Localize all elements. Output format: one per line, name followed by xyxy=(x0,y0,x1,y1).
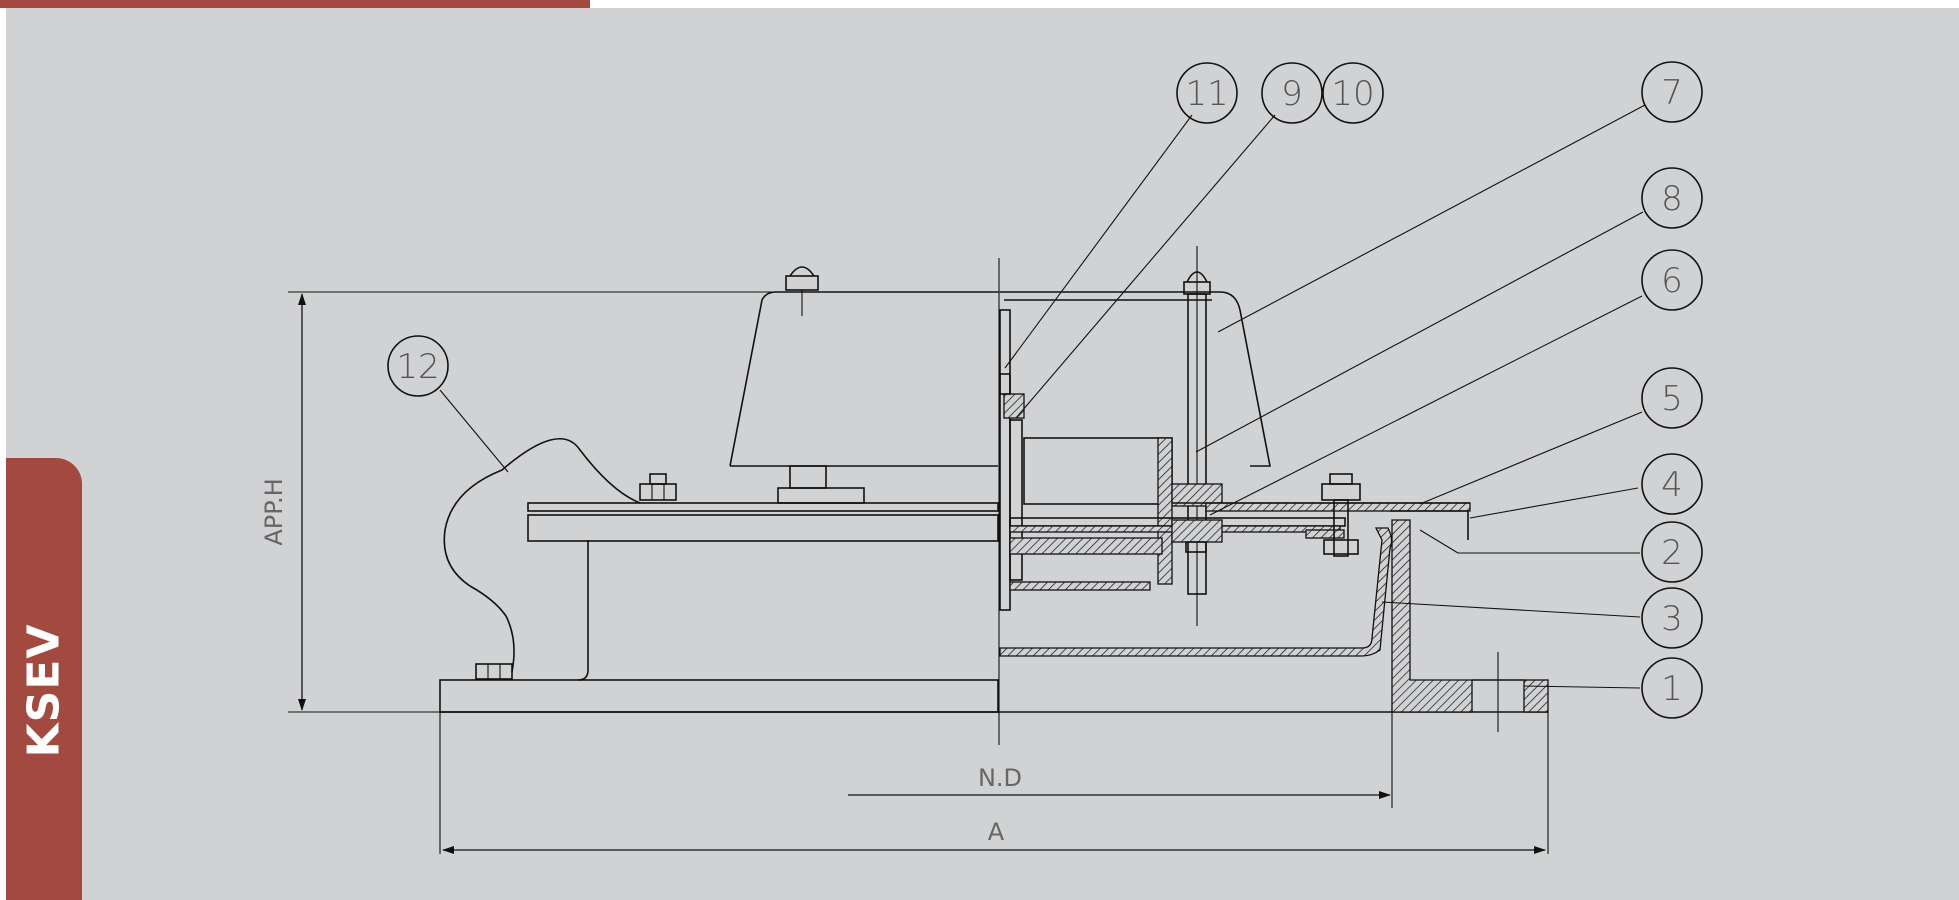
svg-text:12: 12 xyxy=(396,347,439,387)
svg-text:8: 8 xyxy=(1661,179,1683,219)
left-pedestal xyxy=(577,540,589,681)
balloon-4: 4 xyxy=(1641,453,1703,515)
left-bolt xyxy=(639,473,677,501)
lifting-handle xyxy=(443,437,641,680)
balloon-8: 8 xyxy=(1641,167,1703,229)
body-bolt xyxy=(1321,473,1361,557)
dimension-a: A xyxy=(439,712,1549,854)
pallet-guide xyxy=(1023,437,1173,585)
body-flange xyxy=(1172,502,1471,540)
guide-stud xyxy=(1171,246,1223,626)
dimension-nd-label: N.D xyxy=(978,764,1022,792)
svg-text:10: 10 xyxy=(1331,74,1374,114)
dimension-a-label: A xyxy=(988,818,1005,846)
svg-text:7: 7 xyxy=(1661,73,1683,113)
balloon-10: 10 xyxy=(1322,62,1384,124)
balloon-5: 5 xyxy=(1641,367,1703,429)
top-accent-bar xyxy=(0,0,590,8)
balloon-2: 2 xyxy=(1641,521,1703,583)
base-plate xyxy=(439,679,1548,713)
svg-text:2: 2 xyxy=(1661,533,1683,573)
balloon-1: 1 xyxy=(1641,657,1703,719)
balloon-9: 9 xyxy=(1261,62,1323,124)
svg-text:1: 1 xyxy=(1661,669,1683,709)
side-brand-tab xyxy=(6,458,82,900)
dimension-nd: N.D xyxy=(848,700,1393,808)
svg-text:5: 5 xyxy=(1661,379,1683,419)
svg-text:11: 11 xyxy=(1185,74,1228,114)
right-hood xyxy=(1000,291,1271,467)
svg-text:3: 3 xyxy=(1661,599,1683,639)
dimension-height-label: APP.H xyxy=(260,478,288,545)
dimension-app-h: APP.H xyxy=(260,291,1000,713)
balloon-12: 12 xyxy=(387,335,449,397)
balloon-3: 3 xyxy=(1641,587,1703,649)
svg-text:4: 4 xyxy=(1661,465,1683,505)
balloon-6: 6 xyxy=(1641,249,1703,311)
balloon-11: 11 xyxy=(1176,62,1238,124)
valve-body xyxy=(999,519,1549,732)
center-stem xyxy=(999,309,1025,611)
left-arm xyxy=(527,502,999,542)
svg-text:6: 6 xyxy=(1661,261,1683,301)
left-weight-hood xyxy=(729,266,998,504)
drawing-panel xyxy=(6,8,1959,900)
svg-text:9: 9 xyxy=(1281,74,1303,114)
leader-lines xyxy=(439,104,1646,689)
balloon-7: 7 xyxy=(1641,61,1703,123)
